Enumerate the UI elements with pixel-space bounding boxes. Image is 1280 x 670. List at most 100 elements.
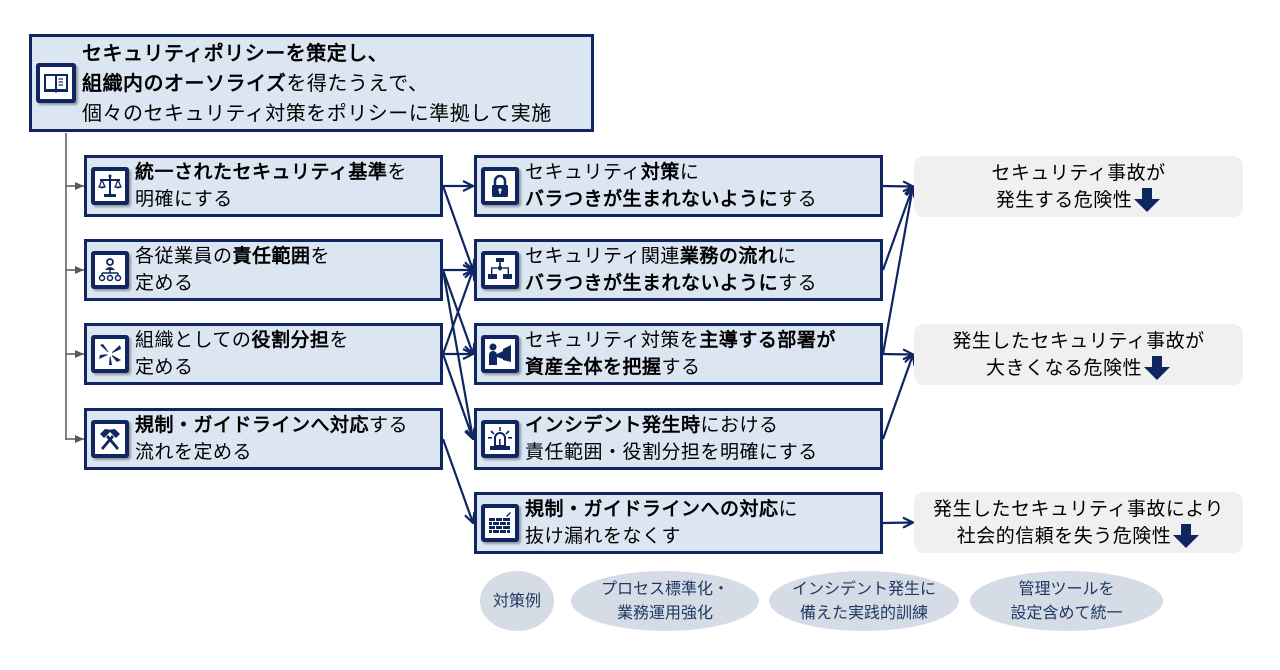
example-line2: 設定含めて統一 xyxy=(1010,603,1123,622)
text-line: 組織内のオーソライズを得たうえで、 xyxy=(82,68,552,98)
text-line: 各従業員の責任範囲を xyxy=(135,243,330,270)
emphasis-text: 規制・ガイドラインへ対応 xyxy=(135,414,370,436)
measure-box: セキュリティ対策にバラつきが生まれないようにする xyxy=(474,155,883,217)
firewall-icon xyxy=(481,504,519,542)
text-line: バラつきが生まれないようにする xyxy=(525,186,817,213)
text-segment: 抜け漏れをなくす xyxy=(525,525,682,547)
text-line: 統一されたセキュリティ基準を xyxy=(135,159,407,186)
text-line: 定める xyxy=(135,354,349,381)
policy-box: セキュリティポリシーを策定し、組織内のオーソライズを得たうえで、個々のセキュリテ… xyxy=(29,34,594,132)
text-segment: セキュリティ対策を xyxy=(525,329,700,351)
text-segment: 組織としての xyxy=(135,329,252,351)
link-layer xyxy=(441,185,913,524)
principle-to-measure-arrow xyxy=(441,270,473,355)
risk-text-line2: 発生する危険性 xyxy=(995,188,1133,211)
text-segment: 定める xyxy=(135,272,194,294)
policy-text: セキュリティポリシーを策定し、組織内のオーソライズを得たうえで、個々のセキュリテ… xyxy=(82,38,552,128)
org-chart-icon xyxy=(91,251,129,289)
measure-box: セキュリティ対策を主導する部署が資産全体を把握する xyxy=(474,323,883,385)
principle-box: 各従業員の責任範囲を定める xyxy=(84,239,443,301)
principle-box: 組織としての役割分担を定める xyxy=(84,323,443,385)
emphasis-text: バラつきが生まれないように xyxy=(525,272,779,294)
book-icon xyxy=(36,63,76,103)
text-line: セキュリティポリシーを策定し、 xyxy=(82,38,552,68)
measure-text: インシデント発生時における責任範囲・役割分担を明確にする xyxy=(525,412,818,466)
measure-box: インシデント発生時における責任範囲・役割分担を明確にする xyxy=(474,408,883,470)
text-line: 個々のセキュリティ対策をポリシーに準拠して実施 xyxy=(82,98,552,128)
measure-text: セキュリティ関連業務の流れにバラつきが生まれないようにする xyxy=(525,243,817,297)
risk-box: 発生したセキュリティ事故により 社会的信頼を失う危険性 xyxy=(914,492,1243,553)
measure-box: 規制・ガイドラインへの対応に抜け漏れをなくす xyxy=(474,492,883,554)
example-oval: インシデント発生に備えた実践的訓練 xyxy=(769,571,959,631)
emphasis-text: 対策 xyxy=(640,161,680,183)
text-segment: セキュリティ関連 xyxy=(525,245,680,267)
measure-text: 規制・ガイドラインへの対応に抜け漏れをなくす xyxy=(525,496,798,550)
example-line1: 管理ツールを xyxy=(1018,579,1115,598)
principle-box: 統一されたセキュリティ基準を明確にする xyxy=(84,155,443,217)
measure-to-risk-arrow xyxy=(881,355,913,440)
example-oval: 管理ツールを設定含めて統一 xyxy=(970,571,1163,631)
emphasis-text: 責任範囲 xyxy=(232,245,311,267)
risk-text-line1: 発生したセキュリティ事故により xyxy=(933,497,1224,520)
emphasis-text: バラつきが生まれないように xyxy=(525,188,779,210)
emphasis-text: 資産全体を把握 xyxy=(525,356,662,378)
example-line1: インシデント発生に xyxy=(791,579,936,598)
measure-to-risk-arrow xyxy=(881,187,913,271)
principle-text: 組織としての役割分担を定める xyxy=(135,327,349,381)
text-segment: 明確にする xyxy=(135,188,233,210)
measure-to-risk-arrow xyxy=(881,187,913,355)
megaphone-person-icon xyxy=(481,335,519,373)
down-arrow-icon xyxy=(1144,356,1170,380)
risk-text-line2: 大きくなる危険性 xyxy=(985,356,1142,379)
principle-to-measure-arrow xyxy=(441,185,473,270)
emphasis-text: 主導する部署が xyxy=(699,329,836,351)
text-line: 流れを定める xyxy=(135,439,408,466)
risk-box: セキュリティ事故が 発生する危険性 xyxy=(914,156,1243,217)
measure-text: セキュリティ対策にバラつきが生まれないようにする xyxy=(525,159,817,213)
padlock-icon xyxy=(481,167,519,205)
examples-label: 対策例 xyxy=(492,591,541,610)
text-line: セキュリティ関連業務の流れに xyxy=(525,243,817,270)
text-line: 規制・ガイドラインへ対応する xyxy=(135,412,408,439)
text-segment: 流れを定める xyxy=(135,441,253,463)
emphasis-text: 組織内のオーソライズ xyxy=(82,71,287,95)
risk-text-line1: 発生したセキュリティ事故が xyxy=(952,329,1205,352)
text-segment: を xyxy=(387,161,407,183)
risk-text-line2: 社会的信頼を失う危険性 xyxy=(956,524,1172,547)
teamwork-hands-icon xyxy=(91,335,129,373)
measure-box: セキュリティ関連業務の流れにバラつきが生まれないようにする xyxy=(474,239,883,301)
alarm-light-icon xyxy=(481,420,519,458)
emphasis-text: インシデント発生時 xyxy=(525,414,701,436)
text-segment: する xyxy=(369,414,409,436)
scales-icon xyxy=(91,167,129,205)
example-line2: 備えた実践的訓練 xyxy=(799,603,928,622)
text-line: 規制・ガイドラインへの対応に xyxy=(525,496,798,523)
text-segment: 個々のセキュリティ対策をポリシーに準拠して実施 xyxy=(82,101,552,125)
text-segment: に xyxy=(778,498,799,520)
text-line: 資産全体を把握する xyxy=(525,354,836,381)
measure-text: セキュリティ対策を主導する部署が資産全体を把握する xyxy=(525,327,836,381)
risk-text-line1: セキュリティ事故が xyxy=(991,161,1166,184)
policy-tree-connector xyxy=(65,133,84,443)
text-segment: 定める xyxy=(135,356,194,378)
text-segment: における xyxy=(700,414,779,436)
principle-text: 各従業員の責任範囲を定める xyxy=(135,243,330,297)
measure-to-risk-arrow xyxy=(882,523,913,524)
hammers-icon xyxy=(91,420,129,458)
principle-text: 規制・ガイドラインへ対応する流れを定める xyxy=(135,412,408,466)
down-arrow-icon xyxy=(1173,524,1200,548)
example-line1: プロセス標準化・ xyxy=(600,579,729,598)
emphasis-text: 役割分担 xyxy=(251,329,330,351)
emphasis-text: 統一されたセキュリティ基準 xyxy=(135,161,388,183)
flowchart-icon xyxy=(481,251,519,289)
text-segment: に xyxy=(777,245,797,267)
text-line: 定める xyxy=(135,270,330,297)
text-segment: を xyxy=(329,329,349,351)
text-line: 明確にする xyxy=(135,186,407,213)
principle-text: 統一されたセキュリティ基準を明確にする xyxy=(135,159,407,213)
text-line: セキュリティ対策に xyxy=(525,159,817,186)
text-line: インシデント発生時における xyxy=(525,412,818,439)
text-segment: する xyxy=(778,272,818,294)
emphasis-text: 規制・ガイドラインへの対応 xyxy=(525,498,779,520)
